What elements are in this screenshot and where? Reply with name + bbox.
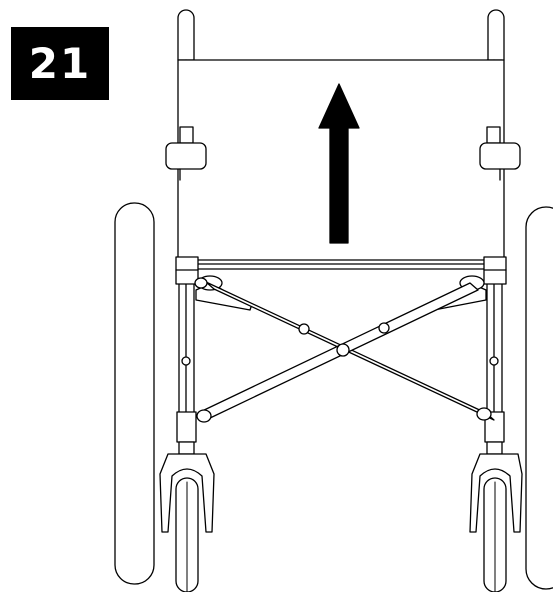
seat-rail	[175, 256, 507, 285]
left-armrest-clamp	[165, 126, 207, 181]
right-rear-wheel	[525, 206, 553, 590]
up-arrow	[318, 83, 360, 244]
step-number: 21	[28, 39, 92, 88]
right-armrest-clamp	[479, 126, 521, 181]
cross-brace	[181, 277, 499, 423]
step-number-badge: 21	[11, 27, 109, 100]
left-caster-fork	[159, 453, 215, 533]
left-push-handle	[177, 9, 195, 61]
right-caster-fork	[469, 453, 523, 533]
left-rear-wheel	[114, 202, 155, 585]
right-push-handle	[487, 9, 505, 61]
